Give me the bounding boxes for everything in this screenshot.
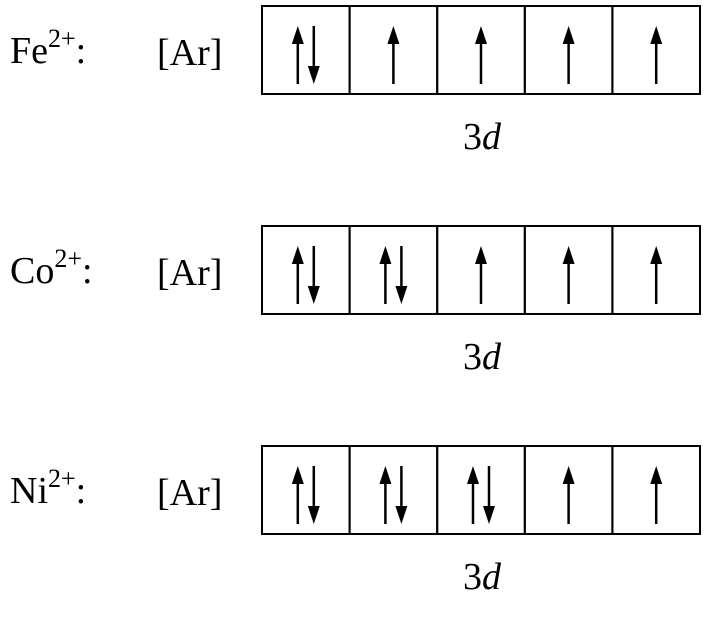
spin-up-arrow [562, 466, 575, 524]
ion-separator: : [75, 30, 87, 72]
orbital-box [261, 5, 351, 95]
spin-up-arrow [650, 246, 663, 304]
subshell-label: 3d [420, 558, 544, 596]
orbital-boxes [261, 5, 701, 95]
ion-separator: : [75, 470, 87, 512]
orbital-box [261, 225, 351, 315]
spin-down-arrow [307, 466, 320, 524]
ion-symbol: Co [10, 250, 55, 292]
subshell-number: 3 [463, 336, 482, 378]
subshell-label: 3d [420, 338, 544, 376]
ion-symbol: Ni [10, 470, 48, 512]
orbital-box [436, 445, 526, 535]
spin-up-arrow [467, 466, 479, 524]
spin-up-arrow [291, 466, 304, 524]
spin-up-arrow [291, 26, 304, 84]
config-co2plus: Co2+: [Ar] 3d [0, 220, 706, 400]
subshell-number: 3 [463, 556, 482, 598]
orbital-box [261, 445, 351, 535]
ion-symbol: Fe [10, 30, 48, 72]
spin-up-arrow [379, 246, 392, 304]
orbital-boxes [261, 225, 701, 315]
ion-label: Fe2+: [10, 26, 87, 72]
spin-up-arrow [475, 26, 487, 84]
spin-down-arrow [307, 26, 320, 84]
ion-charge: 2+ [54, 244, 83, 273]
spin-up-arrow [379, 466, 392, 524]
spin-down-arrow [307, 246, 320, 304]
ion-separator: : [82, 250, 93, 292]
subshell-letter: d [482, 336, 501, 378]
orbital-box [611, 225, 701, 315]
orbital-box [611, 445, 701, 535]
config-fe2plus: Fe2+: [Ar] 3d [0, 0, 706, 180]
orbital-box [611, 5, 701, 95]
spin-up-arrow [475, 246, 487, 304]
subshell-letter: d [482, 556, 501, 598]
spin-down-arrow [395, 246, 408, 304]
spin-down-arrow [483, 466, 495, 524]
orbital-box [348, 445, 439, 535]
spin-up-arrow [562, 246, 575, 304]
subshell-letter: d [482, 116, 501, 158]
ion-label: Co2+: [10, 246, 93, 292]
spin-up-arrow [562, 26, 575, 84]
subshell-number: 3 [463, 116, 482, 158]
orbital-box [348, 225, 439, 315]
spin-up-arrow [291, 246, 304, 304]
spin-up-arrow [387, 26, 400, 84]
spin-up-arrow [650, 466, 663, 524]
orbital-boxes [261, 445, 701, 535]
ion-label: Ni2+: [10, 466, 87, 512]
spin-down-arrow [395, 466, 408, 524]
core-notation: [Ar] [157, 32, 223, 74]
ion-charge: 2+ [48, 464, 76, 493]
ion-charge: 2+ [48, 24, 76, 53]
core-notation: [Ar] [157, 472, 223, 514]
core-notation: [Ar] [157, 252, 223, 294]
config-ni2plus: Ni2+: [Ar] 3d [0, 440, 706, 620]
spin-up-arrow [650, 26, 663, 84]
subshell-label: 3d [420, 118, 544, 156]
